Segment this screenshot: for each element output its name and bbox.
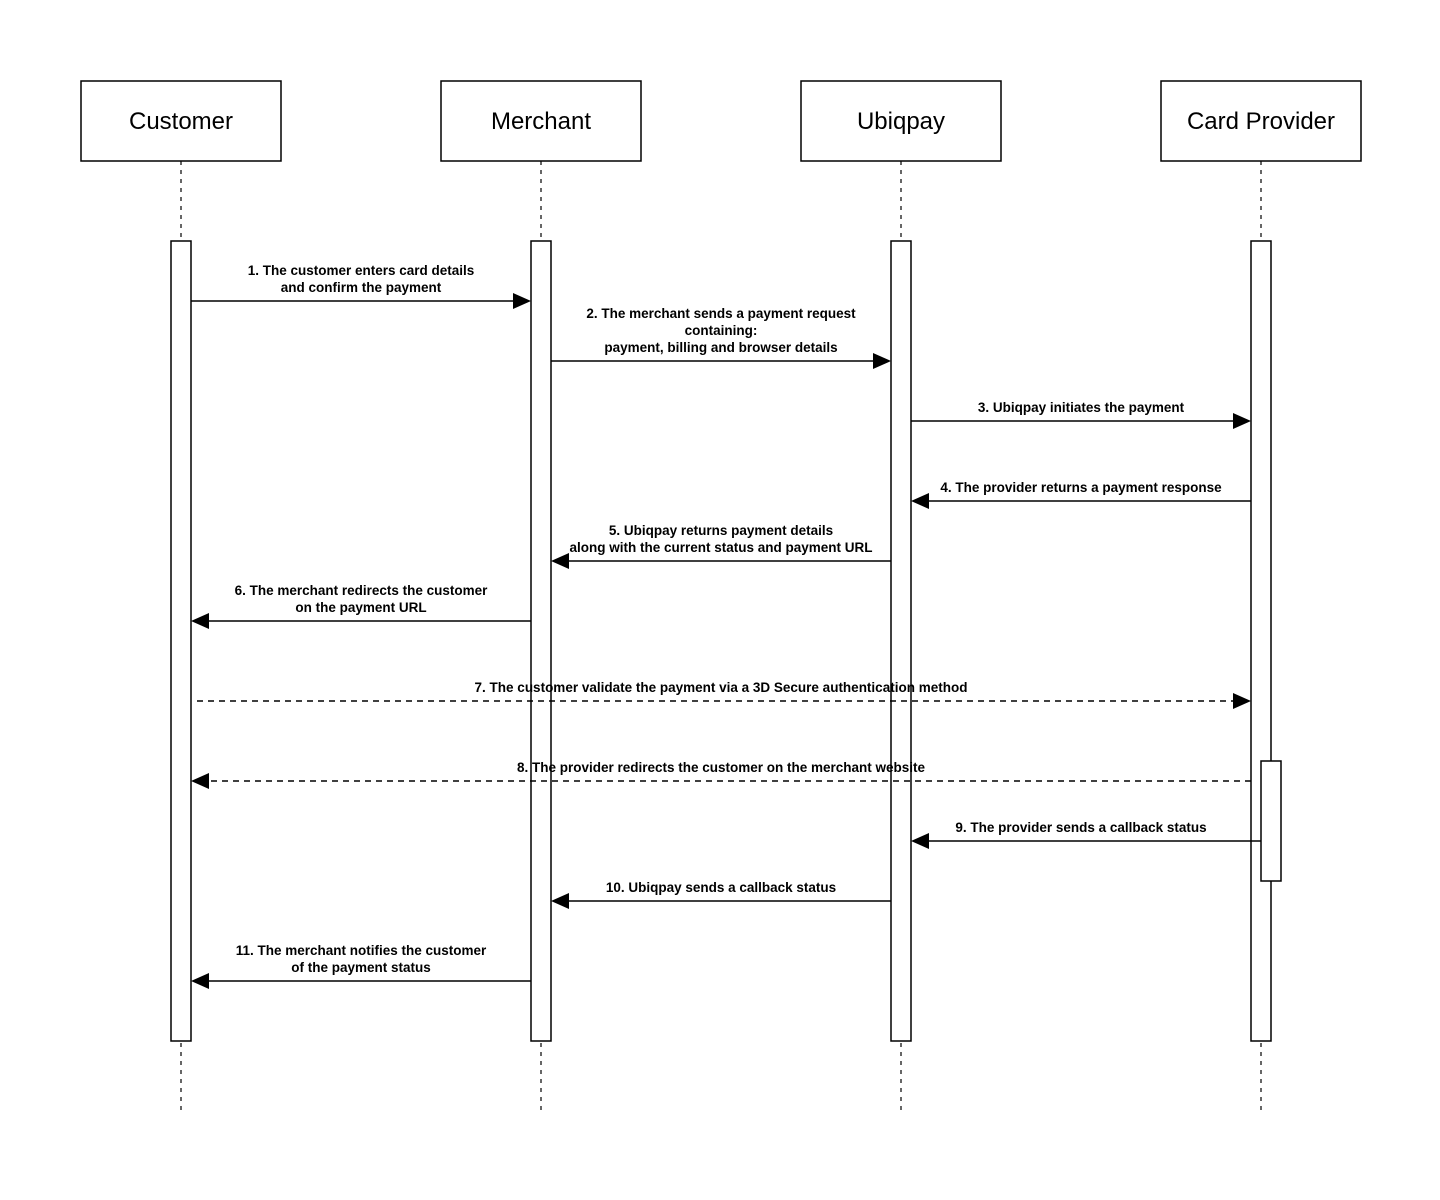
message-4-arrow-icon <box>911 493 929 509</box>
actor-customer: Customer <box>80 80 282 162</box>
message-6: 6. The merchant redirects the customer on… <box>191 583 531 629</box>
message-2-label: 2. The merchant sends a payment request <box>586 306 856 321</box>
actor-label-card-provider: Card Provider <box>1187 108 1335 135</box>
message-6-label: 6. The merchant redirects the customer <box>235 583 489 598</box>
message-4: 4. The provider returns a payment respon… <box>911 480 1251 509</box>
actor-merchant: Merchant <box>440 80 642 162</box>
actor-ubiqpay: Ubiqpay <box>800 80 1002 162</box>
message-7-arrow-icon <box>1233 693 1251 709</box>
actor-label-customer: Customer <box>129 108 233 135</box>
message-1-label: and confirm the payment <box>281 280 442 295</box>
messages-layer: 1. The customer enters card details and c… <box>191 263 1261 989</box>
message-3-label: 3. Ubiqpay initiates the payment <box>978 400 1185 415</box>
message-2: 2. The merchant sends a payment request c… <box>551 306 891 369</box>
message-2-label: payment, billing and browser details <box>604 340 837 355</box>
activation-bar-card-provider <box>1250 240 1272 1042</box>
message-9: 9. The provider sends a callback status <box>911 820 1261 849</box>
message-11-label: 11. The merchant notifies the customer <box>236 943 487 958</box>
message-3-arrow-icon <box>1233 413 1251 429</box>
activation-bar-card-provider-nested <box>1260 760 1282 882</box>
message-5-label: along with the current status and paymen… <box>569 540 872 555</box>
actor-box-ubiqpay <box>800 80 1002 162</box>
actor-box-merchant <box>440 80 642 162</box>
message-3: 3. Ubiqpay initiates the payment <box>911 400 1251 429</box>
message-6-arrow-icon <box>191 613 209 629</box>
message-1: 1. The customer enters card details and c… <box>191 263 531 309</box>
activation-bar-customer <box>170 240 192 1042</box>
message-7-label: 7. The customer validate the payment via… <box>475 680 968 695</box>
message-8-arrow-icon <box>191 773 209 789</box>
actor-box-card-provider <box>1160 80 1362 162</box>
message-8: 8. The provider redirects the customer o… <box>191 760 1251 789</box>
actor-label-merchant: Merchant <box>491 108 591 135</box>
message-1-label: 1. The customer enters card details <box>248 263 475 278</box>
message-9-arrow-icon <box>911 833 929 849</box>
message-10: 10. Ubiqpay sends a callback status <box>551 880 891 909</box>
message-9-label: 9. The provider sends a callback status <box>955 820 1206 835</box>
message-8-label: 8. The provider redirects the customer o… <box>517 760 926 775</box>
actor-box-customer <box>80 80 282 162</box>
message-2-arrow-icon <box>873 353 891 369</box>
message-10-arrow-icon <box>551 893 569 909</box>
message-5-label: 5. Ubiqpay returns payment details <box>609 523 833 538</box>
message-5-arrow-icon <box>551 553 569 569</box>
activation-bar-ubiqpay <box>890 240 912 1042</box>
message-5: 5. Ubiqpay returns payment details along … <box>551 523 891 569</box>
message-6-label: on the payment URL <box>295 600 426 615</box>
message-4-label: 4. The provider returns a payment respon… <box>940 480 1222 495</box>
message-2-label: containing: <box>685 323 758 338</box>
message-10-label: 10. Ubiqpay sends a callback status <box>606 880 836 895</box>
activation-bar-merchant <box>530 240 552 1042</box>
message-11-label: of the payment status <box>291 960 431 975</box>
actors-layer: Customer Merchant Ubiqpay Card Provider <box>80 80 1362 162</box>
message-7: 7. The customer validate the payment via… <box>197 680 1251 709</box>
actor-label-ubiqpay: Ubiqpay <box>857 108 945 135</box>
message-11: 11. The merchant notifies the customer of… <box>191 943 531 989</box>
message-11-arrow-icon <box>191 973 209 989</box>
message-1-arrow-icon <box>513 293 531 309</box>
actor-card-provider: Card Provider <box>1160 80 1362 162</box>
